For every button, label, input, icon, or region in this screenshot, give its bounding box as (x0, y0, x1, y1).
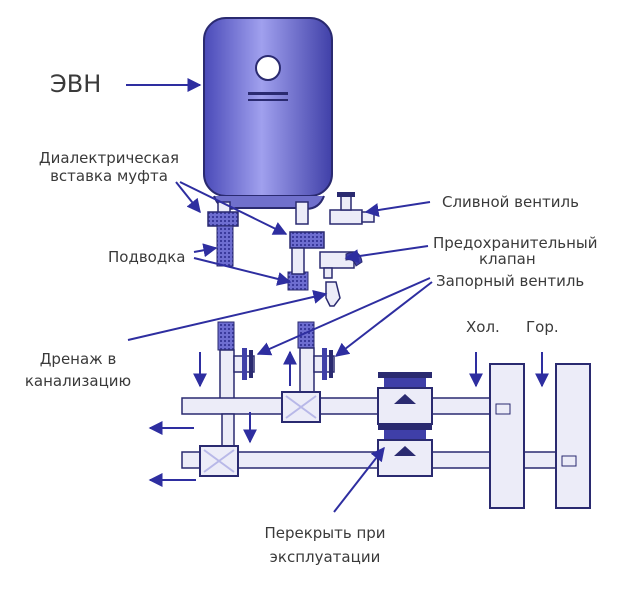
label-dielectric-line1: Диалектрическая (38, 149, 180, 167)
shutoff-valve-right (297, 321, 335, 397)
label-dielectric-line2: вставка муфта (50, 167, 168, 185)
label-drain-valve: Сливной вентиль (442, 193, 579, 211)
label-drainage-line2: канализацию (24, 372, 132, 390)
tee-fittings (199, 391, 321, 477)
cold-manifold (489, 363, 525, 509)
label-dielectric-insert: Диалектрическая вставка муфта (24, 149, 194, 185)
label-safety-valve-line1: Предохранительный (433, 234, 598, 252)
label-drainage-line1: Дренаж в (39, 350, 117, 368)
shutoff-valve-left (217, 321, 255, 401)
label-supply: Подводка (108, 248, 186, 266)
water-heater-tank (203, 17, 333, 210)
label-drainage: Дренаж в канализацию (18, 350, 138, 390)
safety-valve (319, 251, 363, 307)
dielectric-inserts (207, 201, 325, 291)
label-safety-valve: Предохранительный клапан (433, 234, 598, 268)
bypass-valve-bottom (377, 424, 433, 477)
drain-valve (329, 192, 375, 225)
label-close-in-use: Перекрыть при эксплуатации (250, 524, 400, 566)
bypass-valve-top (377, 372, 433, 425)
leader-arrows (126, 78, 433, 513)
label-hot: Гор. (526, 318, 559, 336)
label-safety-valve-line2: клапан (479, 250, 536, 268)
hot-manifold (555, 363, 591, 509)
flow-arrows (148, 350, 549, 487)
label-shutoff-valve: Запорный вентиль (436, 272, 585, 290)
label-cold: Хол. (466, 318, 500, 336)
label-close-line2: эксплуатации (269, 548, 381, 566)
label-close-line1: Перекрыть при (264, 524, 386, 542)
label-evn: ЭВН (50, 70, 102, 98)
